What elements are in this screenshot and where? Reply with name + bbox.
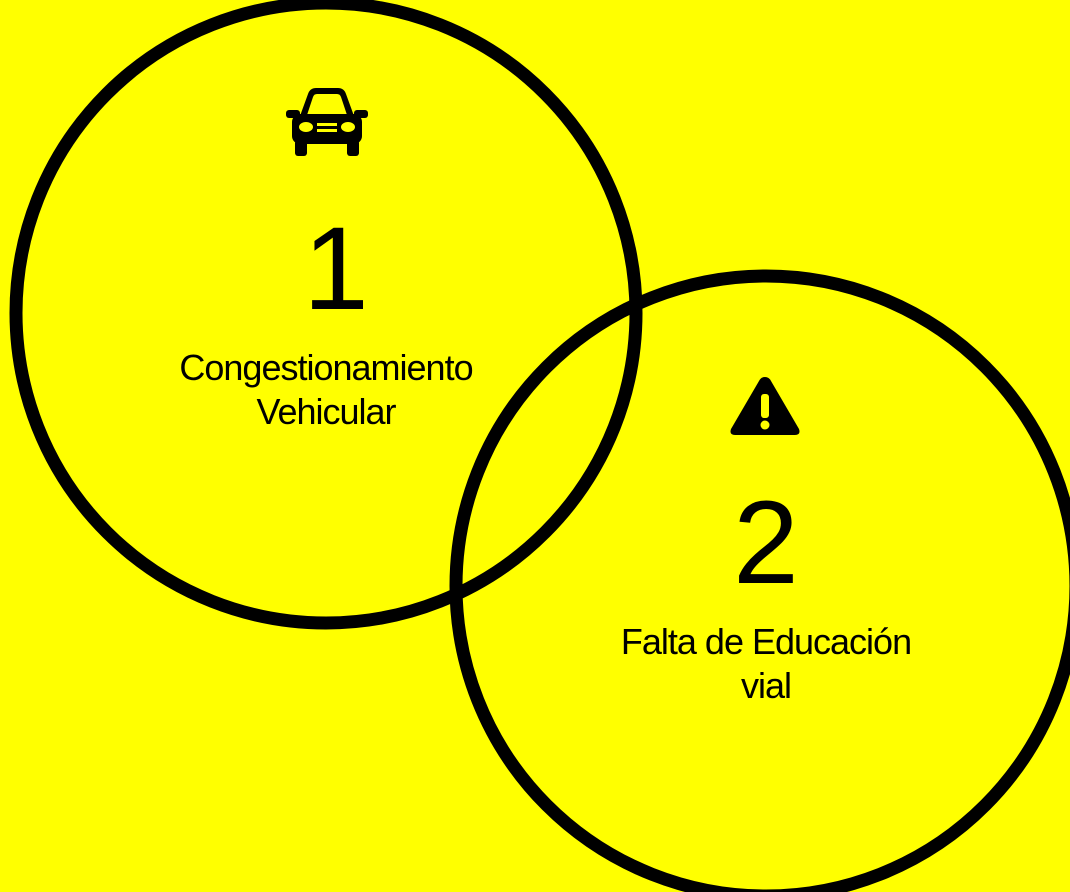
item-2-label-line-1: Falta de Educación xyxy=(620,621,912,662)
circle-1 xyxy=(9,0,643,630)
item-2-label: Falta de Educación vial xyxy=(566,620,966,708)
warning-icon xyxy=(730,377,800,435)
item-1-label-line-2: Vehicular xyxy=(256,391,396,432)
item-2-number: 2 xyxy=(733,477,799,609)
item-1-label: Congestionamiento Vehicular xyxy=(126,346,526,434)
item-1-number: 1 xyxy=(303,203,369,335)
item-2-label-line-2: vial xyxy=(740,665,792,706)
car-icon xyxy=(286,88,368,156)
circle-2 xyxy=(449,269,1070,892)
item-1-label-line-1: Congestionamiento xyxy=(179,347,473,388)
